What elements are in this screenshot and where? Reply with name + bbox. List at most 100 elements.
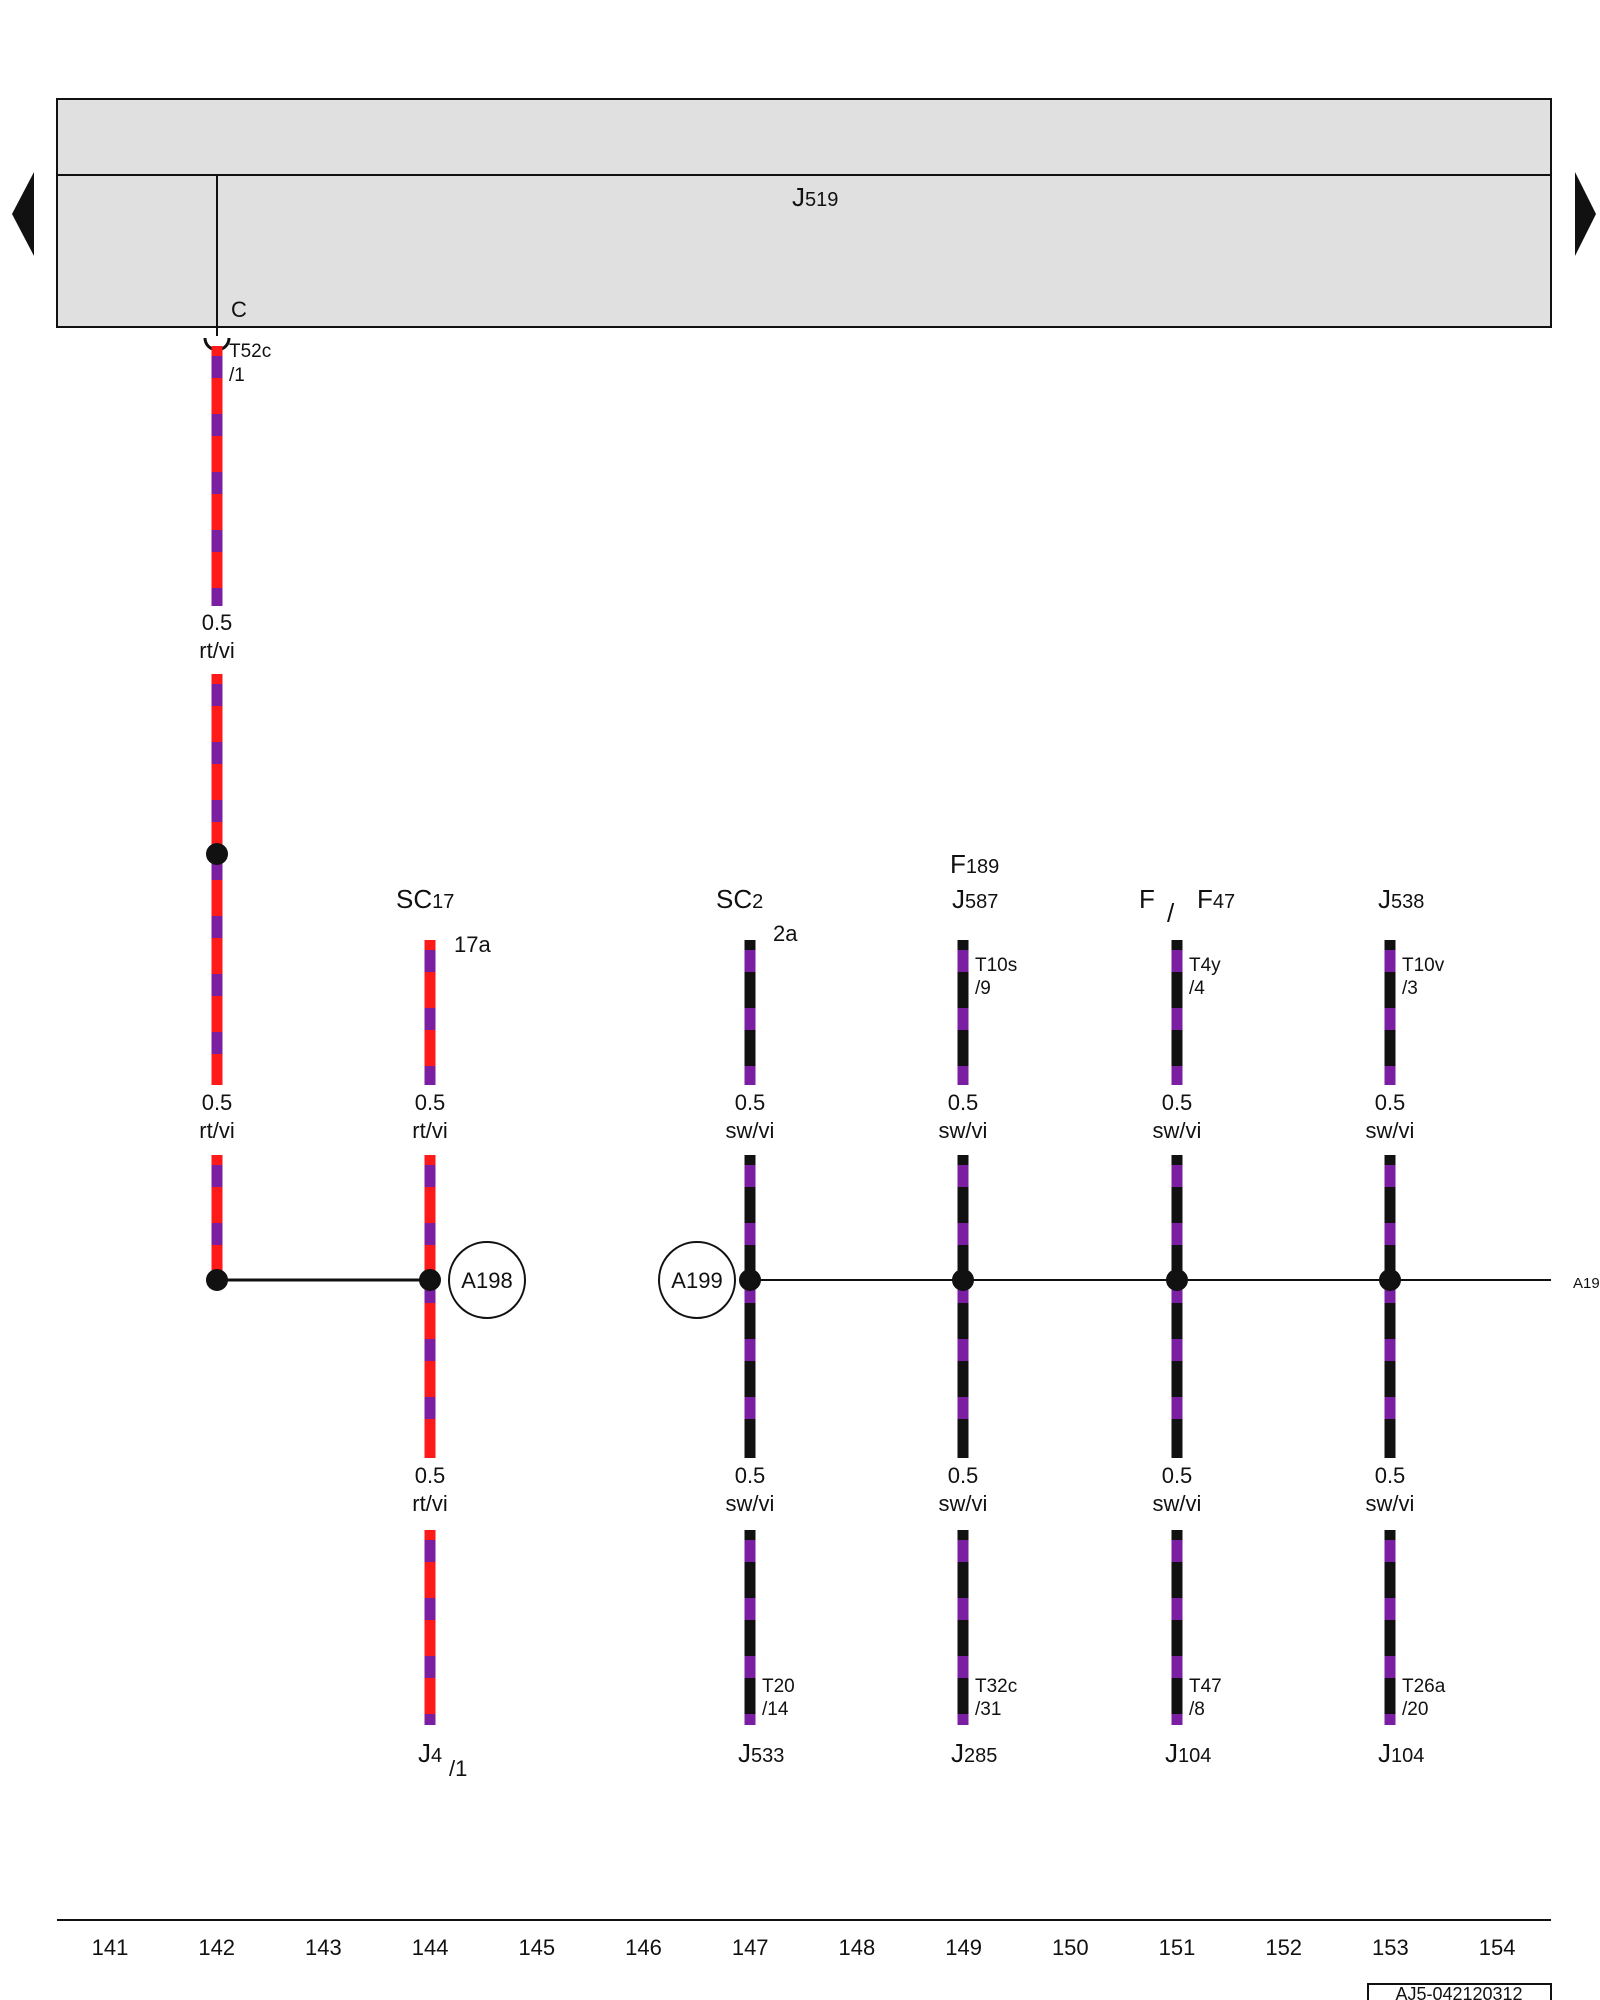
- pin-number: /1: [229, 365, 245, 386]
- wire-stripe: [211, 414, 223, 436]
- wire-stripe: [957, 1066, 969, 1085]
- wire-stripe: [957, 1397, 969, 1419]
- wire-stripe: [211, 1032, 223, 1054]
- wire-stripe: [957, 1656, 969, 1678]
- wire-gauge: 0.5: [415, 1463, 446, 1488]
- pin-number: /14: [762, 1699, 789, 1720]
- wire-stripe: [744, 1339, 756, 1361]
- splice-a198-circle[interactable]: [448, 1241, 526, 1319]
- pin-number: /9: [975, 978, 991, 999]
- component-j4: J4: [418, 1738, 442, 1768]
- wire-stripe: [424, 1540, 436, 1562]
- junction-dot: [1166, 1269, 1188, 1291]
- wire-gauge: 0.5: [948, 1090, 979, 1115]
- wire-stripe: [1384, 1339, 1396, 1361]
- wire-color: sw/vi: [1366, 1491, 1415, 1516]
- wire-stripe: [744, 1066, 756, 1085]
- wire-stripe: [1171, 1339, 1183, 1361]
- axis-label: 143: [305, 1935, 342, 1960]
- wire-stripe: [957, 1008, 969, 1030]
- pin-code: T10v: [1402, 955, 1445, 976]
- wire-stripe: [424, 1281, 436, 1303]
- junction-dot: [206, 1269, 228, 1291]
- component-f: F: [1139, 884, 1155, 914]
- wire-gauge: 0.5: [415, 1090, 446, 1115]
- doc-code: AJ5-042120312: [1395, 1984, 1522, 2000]
- splice-a199-label: A199: [671, 1268, 722, 1293]
- continue-reference: A19: [1573, 1275, 1600, 1292]
- wire-stripe: [211, 1223, 223, 1245]
- pin-code: T10s: [975, 955, 1017, 976]
- wire-stripe: [424, 950, 436, 972]
- module-label: J519: [792, 182, 838, 212]
- pin-number: 17a: [454, 932, 491, 957]
- wire-color: sw/vi: [939, 1491, 988, 1516]
- component-labels-bottom: J4 /1 J533 J285 J104 J104: [418, 1738, 1424, 1781]
- axis-label: 141: [92, 1935, 129, 1960]
- junction-dot: [419, 1269, 441, 1291]
- wire-stripe: [424, 1165, 436, 1187]
- splice-a199-circle[interactable]: [658, 1241, 736, 1319]
- wire-stripe: [1384, 1223, 1396, 1245]
- wire-gauge: 0.5: [1162, 1090, 1193, 1115]
- splice-a198-label: A198: [461, 1268, 512, 1293]
- wire-gauge: 0.5: [948, 1463, 979, 1488]
- wire-segment: [957, 1530, 969, 1725]
- wire-stripe: [744, 1656, 756, 1678]
- axis-label: 152: [1265, 1935, 1302, 1960]
- pin-number: /31: [975, 1699, 1001, 1720]
- junction-dot: [1379, 1269, 1401, 1291]
- wire-color: rt/vi: [412, 1491, 447, 1516]
- wire-stripe: [957, 1165, 969, 1187]
- triangle-right-icon[interactable]: [1575, 172, 1596, 256]
- wire-segment: [424, 1530, 436, 1725]
- axis-label: 151: [1159, 1935, 1196, 1960]
- wire-stripe: [957, 1281, 969, 1303]
- wire-gauge: 0.5: [735, 1463, 766, 1488]
- wire-stripe: [744, 1540, 756, 1562]
- wire-color: sw/vi: [1153, 1118, 1202, 1143]
- wire-stripe: [211, 530, 223, 552]
- wire-stripe: [424, 1714, 436, 1725]
- wire-stripe: [1171, 950, 1183, 972]
- wire-labels: 0.5 rt/vi 0.5 rt/vi 0.5 rt/vi 0.5 rt/vi …: [199, 610, 1414, 1516]
- axis-label: 148: [839, 1935, 876, 1960]
- pin-number: /4: [1189, 978, 1205, 999]
- axis-label: 154: [1479, 1935, 1516, 1960]
- wire-color: sw/vi: [1153, 1491, 1202, 1516]
- triangle-left-icon[interactable]: [12, 172, 34, 256]
- wire-segment: [1384, 1530, 1396, 1725]
- wire-stripe: [957, 1339, 969, 1361]
- wire-stripe: [1171, 1598, 1183, 1620]
- wire-stripe: [1171, 1281, 1183, 1303]
- wire-stripe: [1171, 1656, 1183, 1678]
- axis-label: 144: [412, 1935, 449, 1960]
- axis-label: 146: [625, 1935, 662, 1960]
- wire-segment: [211, 1155, 223, 1280]
- wire-stripe: [744, 1598, 756, 1620]
- wire-stripe: [211, 684, 223, 706]
- wire-stripe: [1171, 1223, 1183, 1245]
- axis-label: 142: [198, 1935, 235, 1960]
- wire-stripe: [211, 1165, 223, 1187]
- wire-segment: [424, 1155, 436, 1458]
- component-j104: J104: [1378, 1738, 1424, 1768]
- wire-stripe: [1384, 1714, 1396, 1725]
- wire-stripe: [424, 1656, 436, 1678]
- wire-stripe: [744, 1281, 756, 1303]
- component-f189: F189: [950, 849, 999, 879]
- wire-stripe: [424, 1598, 436, 1620]
- wire-segment: [744, 1530, 756, 1725]
- component-sc17: SC17: [396, 884, 454, 914]
- junction-dot: [952, 1269, 974, 1291]
- wire-stripe: [211, 356, 223, 378]
- wire-stripe: [957, 950, 969, 972]
- module-pin-letter: C: [231, 297, 247, 322]
- pin-code: T26a: [1402, 1676, 1446, 1697]
- pin-code: T52c: [229, 341, 271, 362]
- wire-gauge: 0.5: [1375, 1090, 1406, 1115]
- wire-stripe: [424, 1339, 436, 1361]
- wire-stripe: [1171, 1714, 1183, 1725]
- wire-stripe: [744, 1714, 756, 1725]
